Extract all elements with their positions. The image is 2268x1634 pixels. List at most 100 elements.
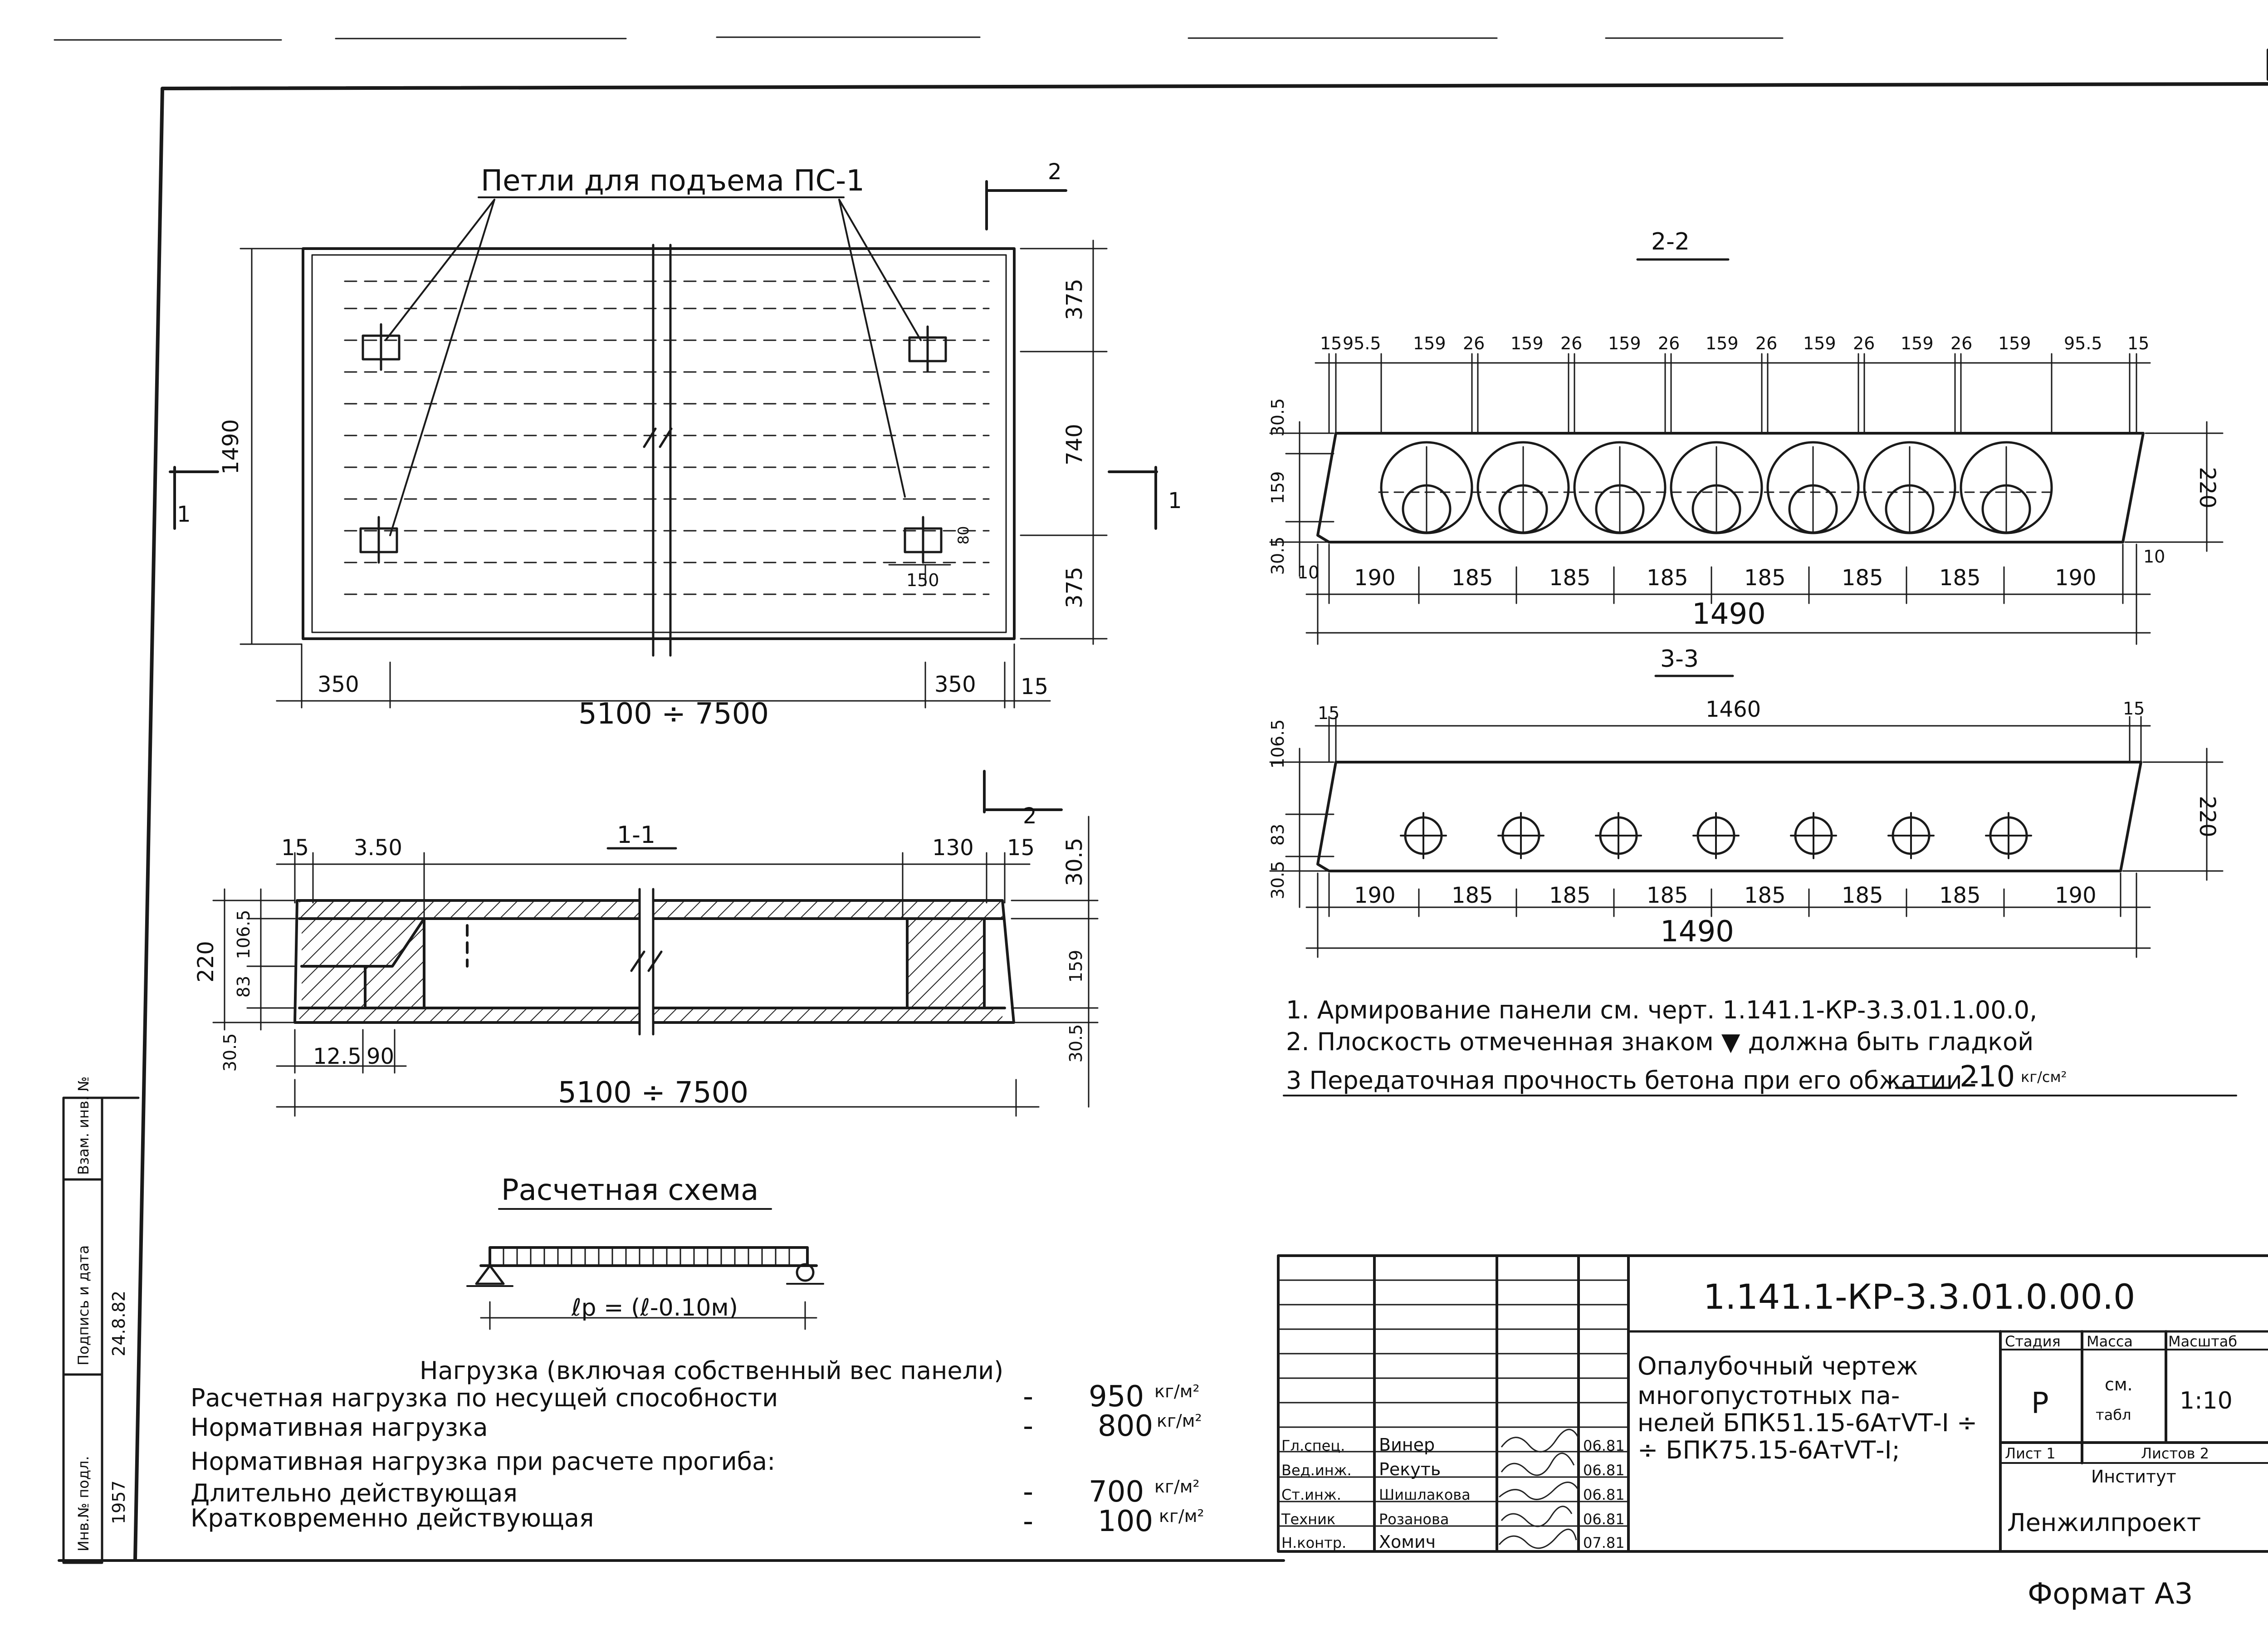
margin-label-inv-podl: Инв.№ подл. (75, 1456, 92, 1551)
s22-dim-10-right: 10 (2143, 547, 2165, 567)
signature-date: 06.81 (1583, 1486, 1625, 1503)
s22-bottom-dims: 190 185 185 185 185 185 185 190 (1354, 565, 2097, 591)
plan-dim-350-left: 350 (318, 672, 359, 697)
s11-dim-90: 90 (367, 1044, 394, 1069)
drawing-title-line: Опалубочный чертеж (1637, 1352, 1918, 1380)
design-scheme (466, 1208, 824, 1330)
s22-bottom-dim: 190 (2055, 565, 2097, 591)
dims-2-2 (1269, 353, 2224, 645)
plan-dim-375-top: 375 (1062, 279, 1087, 320)
lifting-loops-callout: Петли для подъема ПС-1 (481, 164, 865, 198)
s22-top-dim: 95.5 (1343, 333, 1381, 353)
section-markers-plan (169, 180, 1158, 813)
section-mark-1-right: 1 (1168, 488, 1182, 514)
s22-left-dim-159: 159 (1268, 471, 1288, 504)
title-block-grid (1277, 1254, 2268, 1553)
s11-dim-1065: 106.5 (234, 910, 254, 959)
s33-left-dim-1065: 106.5 (1268, 719, 1288, 769)
margin-label-signature: Подпись и дата (75, 1245, 92, 1365)
s22-dim-1490: 1490 (1692, 597, 1766, 631)
signature-scribbles (1498, 1429, 1579, 1549)
load-value: 700 (1089, 1475, 1144, 1509)
scale-label: Масштаб (2168, 1333, 2237, 1350)
signature-role: Техник (1281, 1511, 1335, 1528)
load-table: Расчетная нагрузка по несущей способност… (191, 1380, 1204, 1538)
signature-name: Рекуть (1379, 1459, 1441, 1479)
s22-top-dim: 26 (1463, 333, 1485, 353)
dims-3-3 (1269, 716, 2224, 958)
section-3-3-title: 3-3 (1660, 646, 1699, 673)
load-header: Нагрузка (включая собственный вес панели… (420, 1356, 1003, 1385)
margin-note-2: 24.8.82 (109, 1291, 129, 1356)
s22-bottom-dim: 185 (1647, 565, 1688, 591)
load-label: Нормативная нагрузка (191, 1413, 488, 1442)
note-line-1: 1. Армирование панели см. черт. 1.141.1-… (1286, 996, 2037, 1024)
s22-bottom-dim: 185 (1549, 565, 1591, 591)
stage-label: Стадия (2005, 1333, 2061, 1350)
s22-top-dims: 15 95.5 159 26 159 26 159 26 159 26 159 … (1320, 333, 2149, 353)
mass-value-2: табл (2096, 1406, 2131, 1424)
s22-dim-10-left: 10 (1297, 563, 1319, 582)
s33-dim-1460: 1460 (1706, 697, 1761, 722)
plan-view (169, 180, 1158, 813)
s22-top-dim: 159 (1608, 333, 1641, 353)
drawing-title-line: нелей БПК51.15-6АтⅤТ-I ÷ (1637, 1409, 1977, 1437)
section-1-1-title: 1-1 (617, 822, 655, 849)
load-unit: кг/м² (1159, 1506, 1204, 1526)
plan-dimension-lines (240, 240, 1108, 709)
s33-dim-1490: 1490 (1660, 915, 1734, 949)
load-label: Расчетная нагрузка по несущей способност… (191, 1384, 778, 1412)
plan-dim-length: 5100 ÷ 7500 (578, 697, 769, 731)
s22-top-dim: 95.5 (2064, 333, 2102, 353)
s22-top-dim: 159 (1706, 333, 1739, 353)
plan-dim-80: 80 (955, 526, 972, 545)
s11-dim-83: 83 (234, 976, 254, 998)
load-label: Кратковременно действующая (191, 1504, 594, 1532)
s22-top-dim: 159 (1413, 333, 1446, 353)
s33-left-dim-305: 30.5 (1268, 861, 1288, 900)
note-line-2: 2. Плоскость отмеченная знаком ▼ должна … (1286, 1027, 2033, 1056)
left-margin-table (62, 1096, 140, 1564)
margin-note-1: 1957 (109, 1480, 129, 1524)
void-axes-2-2 (1378, 446, 2056, 534)
note-line-3-unit: кг/см² (2021, 1068, 2067, 1086)
section-mark-1-left: 1 (177, 502, 191, 527)
margin-label-vzam-inv: Взам. инв. № (75, 1076, 92, 1175)
s33-bottom-dim: 185 (1647, 883, 1688, 908)
signature-date: 06.81 (1583, 1511, 1625, 1528)
s22-bottom-dim: 185 (1744, 565, 1786, 591)
s11-dim-159: 159 (1066, 950, 1086, 983)
signature-name: Винер (1379, 1435, 1435, 1455)
section-2-2-title: 2-2 (1651, 228, 1690, 255)
plan-dim-375-bottom: 375 (1062, 567, 1087, 608)
institute-name: Ленжилпроект (2007, 1508, 2201, 1537)
s33-bottom-dim: 190 (1354, 883, 1396, 908)
note-line-3: 3 Передаточная прочность бетона при его … (1286, 1066, 1979, 1095)
drawing-title-line: ÷ БПК75.15-6АтⅤТ-I; (1637, 1436, 1900, 1464)
load-value: 800 (1098, 1409, 1153, 1443)
s11-dim-length: 5100 ÷ 7500 (558, 1076, 748, 1110)
scale-value: 1:10 (2180, 1387, 2233, 1414)
s22-top-dim: 159 (1803, 333, 1836, 353)
s22-bottom-dim: 185 (1452, 565, 1493, 591)
s22-top-dim: 159 (1998, 333, 2031, 353)
drawing-title-line: многопустотных па- (1637, 1381, 1900, 1410)
s11-dim-130: 130 (932, 835, 974, 861)
signature-date: 07.81 (1583, 1534, 1625, 1551)
sheet-frame (54, 36, 2268, 1562)
plan-dim-350-right: 350 (934, 672, 976, 697)
s22-top-dim: 26 (1950, 333, 1972, 353)
s11-dim-305-bottom: 30.5 (220, 1033, 240, 1072)
design-scheme-title: Расчетная схема (501, 1174, 758, 1207)
s22-top-dim: 159 (1901, 333, 1934, 353)
s33-left-dim-83: 83 (1268, 824, 1288, 846)
plan-dim-740: 740 (1062, 424, 1087, 465)
load-dash: - (1023, 1475, 1033, 1509)
plan-dim-150: 150 (906, 570, 939, 590)
section-mark-2-top: 2 (1048, 159, 1062, 185)
s22-top-dim: 26 (1560, 333, 1582, 353)
signature-name: Хомич (1379, 1532, 1436, 1552)
plan-dim-15: 15 (1021, 674, 1048, 700)
s22-top-dim: 26 (1755, 333, 1777, 353)
